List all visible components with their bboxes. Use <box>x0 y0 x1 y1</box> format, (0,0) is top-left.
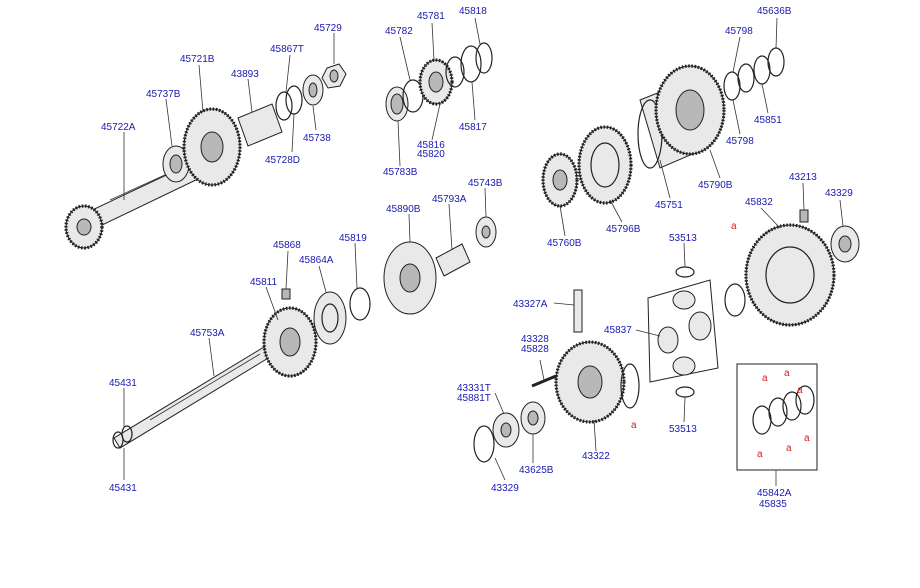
output-shaft-assembly <box>64 63 347 250</box>
label-45722a[interactable]: 45722A <box>101 122 136 133</box>
label-43893[interactable]: 43893 <box>231 69 259 80</box>
label-45832[interactable]: 45832 <box>745 197 773 208</box>
label-43329-right[interactable]: 43329 <box>825 188 853 199</box>
label-43328[interactable]: 43328 <box>521 334 549 345</box>
washer-45636b <box>767 47 785 77</box>
label-45818[interactable]: 45818 <box>459 6 487 17</box>
side-gear-top <box>672 290 696 310</box>
label-45431-top[interactable]: 45431 <box>109 378 137 389</box>
input-shaft-assembly <box>112 216 497 449</box>
label-45835[interactable]: 45835 <box>759 499 787 510</box>
label-45721b[interactable]: 45721B <box>180 54 215 65</box>
ref-marker-a: a <box>784 368 790 379</box>
washer-45851 <box>737 63 755 93</box>
label-45738[interactable]: 45738 <box>303 133 331 144</box>
label-45760b[interactable]: 45760B <box>547 238 582 249</box>
snap-ring-45818 <box>475 42 493 74</box>
leader-lines <box>123 17 844 486</box>
reference-markers: a a a a a a a a <box>631 221 810 460</box>
label-45729[interactable]: 45729 <box>314 23 342 34</box>
label-45868[interactable]: 45868 <box>273 240 301 251</box>
label-45796b[interactable]: 45796B <box>606 224 641 235</box>
label-45790b[interactable]: 45790B <box>698 180 733 191</box>
drum-assembly <box>541 47 785 208</box>
ref-marker-a: a <box>757 449 763 460</box>
shim-43329-a <box>473 425 495 463</box>
label-45811[interactable]: 45811 <box>250 277 278 288</box>
label-43213[interactable]: 43213 <box>789 172 817 183</box>
washer-53513-b <box>675 386 695 398</box>
sleeve-43893 <box>237 103 283 147</box>
part-labels: 45729 45721B 45867T 45737B 43893 45722A … <box>101 6 853 510</box>
label-43329-bottom[interactable]: 43329 <box>491 483 519 494</box>
ref-marker-a: a <box>786 443 792 454</box>
label-53513-bottom[interactable]: 53513 <box>669 424 697 435</box>
ring-45728d <box>285 85 303 115</box>
label-45753a[interactable]: 45753A <box>190 328 225 339</box>
pinion-gear-right <box>688 311 712 341</box>
shim-kit-box <box>736 363 818 471</box>
shim-c <box>782 391 802 421</box>
label-45819[interactable]: 45819 <box>339 233 367 244</box>
label-43625b[interactable]: 43625B <box>519 465 554 476</box>
ref-marker-a: a <box>731 221 737 232</box>
washer-53513-a <box>675 266 695 278</box>
label-45851[interactable]: 45851 <box>754 115 782 126</box>
label-45867t[interactable]: 45867T <box>270 44 304 55</box>
label-43331t[interactable]: 43331T <box>457 383 491 394</box>
label-45816[interactable]: 45816 <box>417 140 445 151</box>
shim-a <box>752 405 772 435</box>
ref-marker-a: a <box>804 433 810 444</box>
label-45782[interactable]: 45782 <box>385 26 413 37</box>
label-45751[interactable]: 45751 <box>655 200 683 211</box>
label-43322[interactable]: 43322 <box>582 451 610 462</box>
label-45842a[interactable]: 45842A <box>757 488 792 499</box>
label-45798-bottom[interactable]: 45798 <box>726 136 754 147</box>
label-43327a[interactable]: 43327A <box>513 299 548 310</box>
clutch-ring-group <box>385 42 493 122</box>
label-45820[interactable]: 45820 <box>417 149 445 160</box>
snap-ring-45817 <box>460 45 482 83</box>
shim-ring-diff <box>620 363 640 409</box>
sleeve-45793a <box>435 243 471 277</box>
ring-45867t <box>275 91 293 121</box>
label-45864a[interactable]: 45864A <box>299 255 334 266</box>
label-45743b[interactable]: 45743B <box>468 178 503 189</box>
side-gear-bottom <box>672 356 696 376</box>
ref-marker-a: a <box>797 385 803 396</box>
label-45783b[interactable]: 45783B <box>383 167 418 178</box>
label-45781[interactable]: 45781 <box>417 11 445 22</box>
pinion-gear-left <box>657 326 679 354</box>
ref-marker-a: a <box>631 420 637 431</box>
shim-ring-gear <box>724 283 746 317</box>
label-45817[interactable]: 45817 <box>459 122 487 133</box>
pin-43328 <box>531 374 557 388</box>
shim-d <box>795 385 815 415</box>
label-45837[interactable]: 45837 <box>604 325 632 336</box>
label-45636b[interactable]: 45636B <box>757 6 792 17</box>
shim-b <box>768 397 788 427</box>
ring-45864a <box>313 291 347 345</box>
label-45728d[interactable]: 45728D <box>265 155 300 166</box>
ring-45819 <box>349 287 371 321</box>
label-45890b[interactable]: 45890B <box>386 204 421 215</box>
diff-gear-kit-box <box>647 279 719 383</box>
label-45828[interactable]: 45828 <box>521 344 549 355</box>
label-45431-bottom[interactable]: 45431 <box>109 483 137 494</box>
label-53513-top[interactable]: 53513 <box>669 233 697 244</box>
pin-43327a <box>573 289 583 333</box>
ring-45816 <box>445 56 465 88</box>
ring-45431-b <box>121 425 133 443</box>
label-45793a[interactable]: 45793A <box>432 194 467 205</box>
label-45737b[interactable]: 45737B <box>146 89 181 100</box>
ref-marker-a: a <box>762 373 768 384</box>
pin-45868 <box>281 288 291 300</box>
plug-43213 <box>799 209 809 223</box>
differential-assembly <box>473 209 860 471</box>
label-45798-top[interactable]: 45798 <box>725 26 753 37</box>
label-45881t[interactable]: 45881T <box>457 393 491 404</box>
